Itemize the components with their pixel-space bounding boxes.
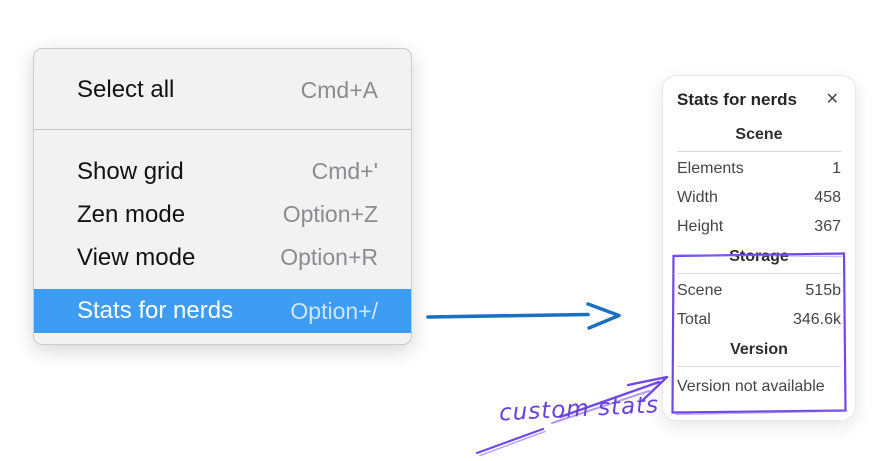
menu-item-shortcut: Option+/ bbox=[290, 297, 378, 324]
menu-item-label: Show grid bbox=[77, 157, 184, 185]
stats-panel-title: Stats for nerds bbox=[677, 90, 797, 109]
annotation-line bbox=[475, 427, 546, 457]
menu-item-view-mode[interactable]: View mode Option+R bbox=[34, 236, 411, 279]
stat-row-width: Width 458 bbox=[677, 183, 841, 212]
close-icon[interactable]: ✕ bbox=[825, 91, 839, 108]
menu-item-select-all[interactable]: Select all Cmd+A bbox=[34, 62, 411, 118]
stat-label: Width bbox=[677, 188, 718, 206]
menu-item-label: Zen mode bbox=[77, 200, 186, 228]
stat-value: 1 bbox=[832, 159, 841, 177]
stats-panel: Stats for nerds ✕ Scene Elements 1 Width… bbox=[662, 75, 856, 421]
stat-label: Total bbox=[677, 310, 711, 328]
stats-panel-header: Stats for nerds ✕ bbox=[677, 90, 841, 110]
stat-row-elements: Elements 1 bbox=[677, 154, 841, 183]
scene-rows: Elements 1 Width 458 Height 367 bbox=[677, 154, 841, 241]
storage-rows: Scene 515b Total 346.6k bbox=[677, 276, 841, 334]
section-heading-scene: Scene bbox=[735, 126, 783, 143]
menu-item-stats-for-nerds[interactable]: Stats for nerds Option+/ bbox=[34, 289, 411, 333]
menu-item-shortcut: Cmd+' bbox=[311, 158, 378, 184]
menu-item-shortcut: Option+Z bbox=[282, 201, 378, 227]
menu-item-label: Stats for nerds bbox=[77, 297, 234, 324]
stat-row-total-size: Total 346.6k bbox=[677, 305, 841, 334]
stat-value: 346.6k bbox=[792, 310, 841, 328]
menu-item-shortcut: Option+R bbox=[280, 244, 378, 270]
section-rule bbox=[677, 366, 841, 367]
section-rule bbox=[677, 151, 841, 152]
arrow-menu-to-panel bbox=[426, 302, 621, 330]
section-heading-storage: Storage bbox=[729, 248, 789, 265]
stat-row-scene-size: Scene 515b bbox=[677, 276, 841, 305]
section-rule bbox=[677, 273, 841, 274]
stat-row-height: Height 367 bbox=[677, 212, 841, 241]
context-menu: Select all Cmd+A Show grid Cmd+' Zen mod… bbox=[33, 48, 412, 345]
menu-item-shortcut: Cmd+A bbox=[300, 76, 378, 103]
menu-divider bbox=[34, 129, 411, 130]
custom-stats-label: custom stats bbox=[498, 392, 660, 427]
version-note: Version not available bbox=[677, 377, 825, 395]
stat-value: 458 bbox=[814, 188, 841, 206]
stat-value: 515b bbox=[805, 281, 841, 299]
menu-item-label: Select all bbox=[77, 76, 175, 103]
menu-item-show-grid[interactable]: Show grid Cmd+' bbox=[34, 150, 411, 193]
stat-label: Scene bbox=[677, 281, 723, 299]
section-heading-version: Version bbox=[730, 341, 788, 358]
annotation-arrow bbox=[551, 375, 669, 424]
stat-label: Elements bbox=[677, 159, 744, 177]
stat-label: Height bbox=[677, 217, 724, 235]
menu-item-zen-mode[interactable]: Zen mode Option+Z bbox=[34, 193, 411, 236]
menu-item-label: View mode bbox=[77, 243, 196, 271]
stat-value: 367 bbox=[814, 217, 841, 235]
